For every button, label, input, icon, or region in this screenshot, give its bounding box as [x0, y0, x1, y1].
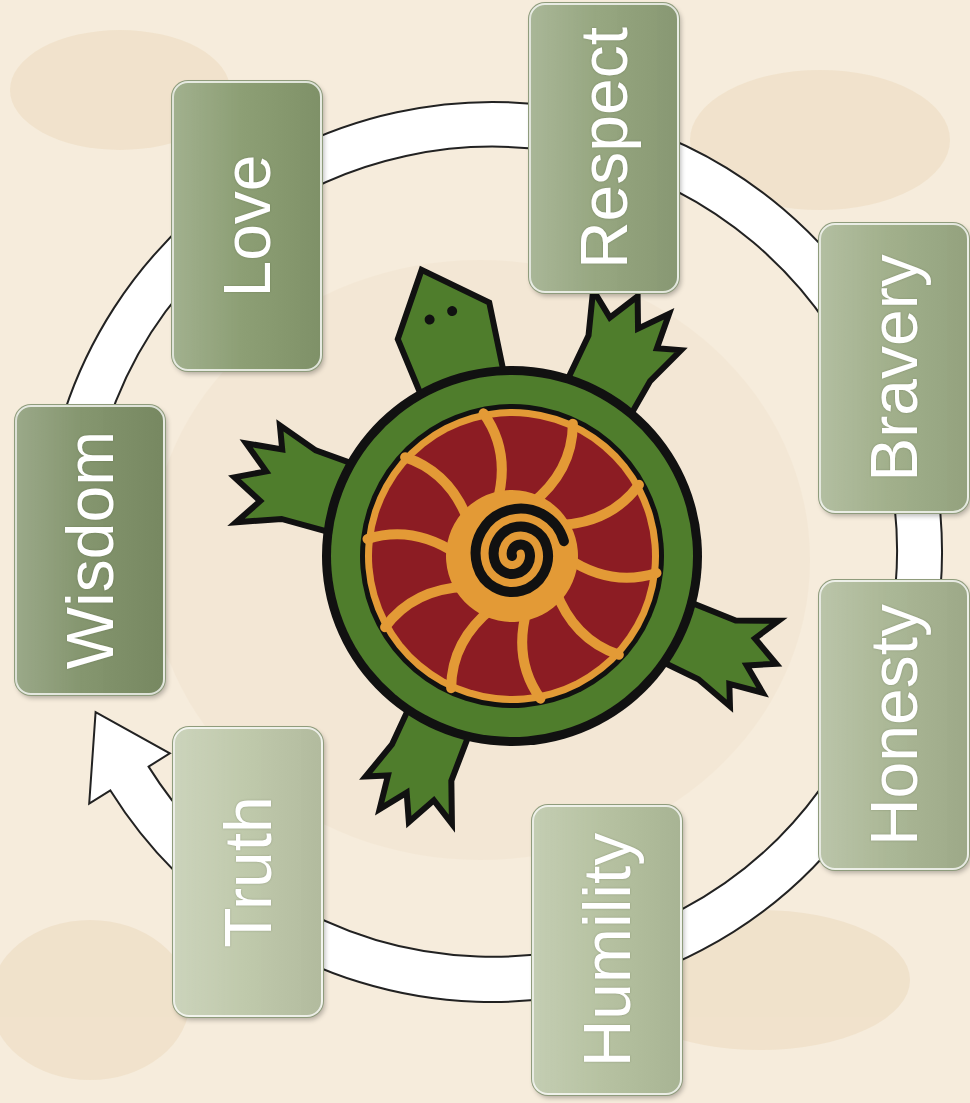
rotated-text-holder: Bravery: [858, 254, 931, 481]
teaching-box: Love: [172, 81, 322, 371]
rotated-text-holder: Wisdom: [54, 431, 127, 669]
rotated-text-holder: Humility: [571, 833, 644, 1068]
teaching-label: Respect: [568, 27, 641, 269]
teaching-label: Wisdom: [54, 431, 127, 669]
teaching-box: Humility: [532, 805, 682, 1095]
teaching-box: Wisdom: [15, 405, 165, 695]
teaching-box: Respect: [529, 3, 679, 293]
rotated-text-holder: Honesty: [858, 604, 931, 846]
rotated-text-holder: Truth: [212, 796, 285, 948]
teaching-label: Humility: [571, 833, 644, 1068]
teaching-box: Bravery: [819, 223, 969, 513]
parchment-mottle: [0, 30, 950, 1080]
teaching-label: Honesty: [858, 604, 931, 846]
teaching-label: Truth: [212, 796, 285, 948]
teaching-label: Bravery: [858, 254, 931, 481]
teaching-box: Honesty: [819, 580, 969, 870]
teaching-box: Truth: [173, 727, 323, 1017]
rotated-text-holder: Love: [211, 154, 284, 297]
turtle-shell: [277, 321, 747, 791]
teaching-label: Love: [211, 154, 284, 297]
rotated-text-holder: Respect: [568, 27, 641, 269]
